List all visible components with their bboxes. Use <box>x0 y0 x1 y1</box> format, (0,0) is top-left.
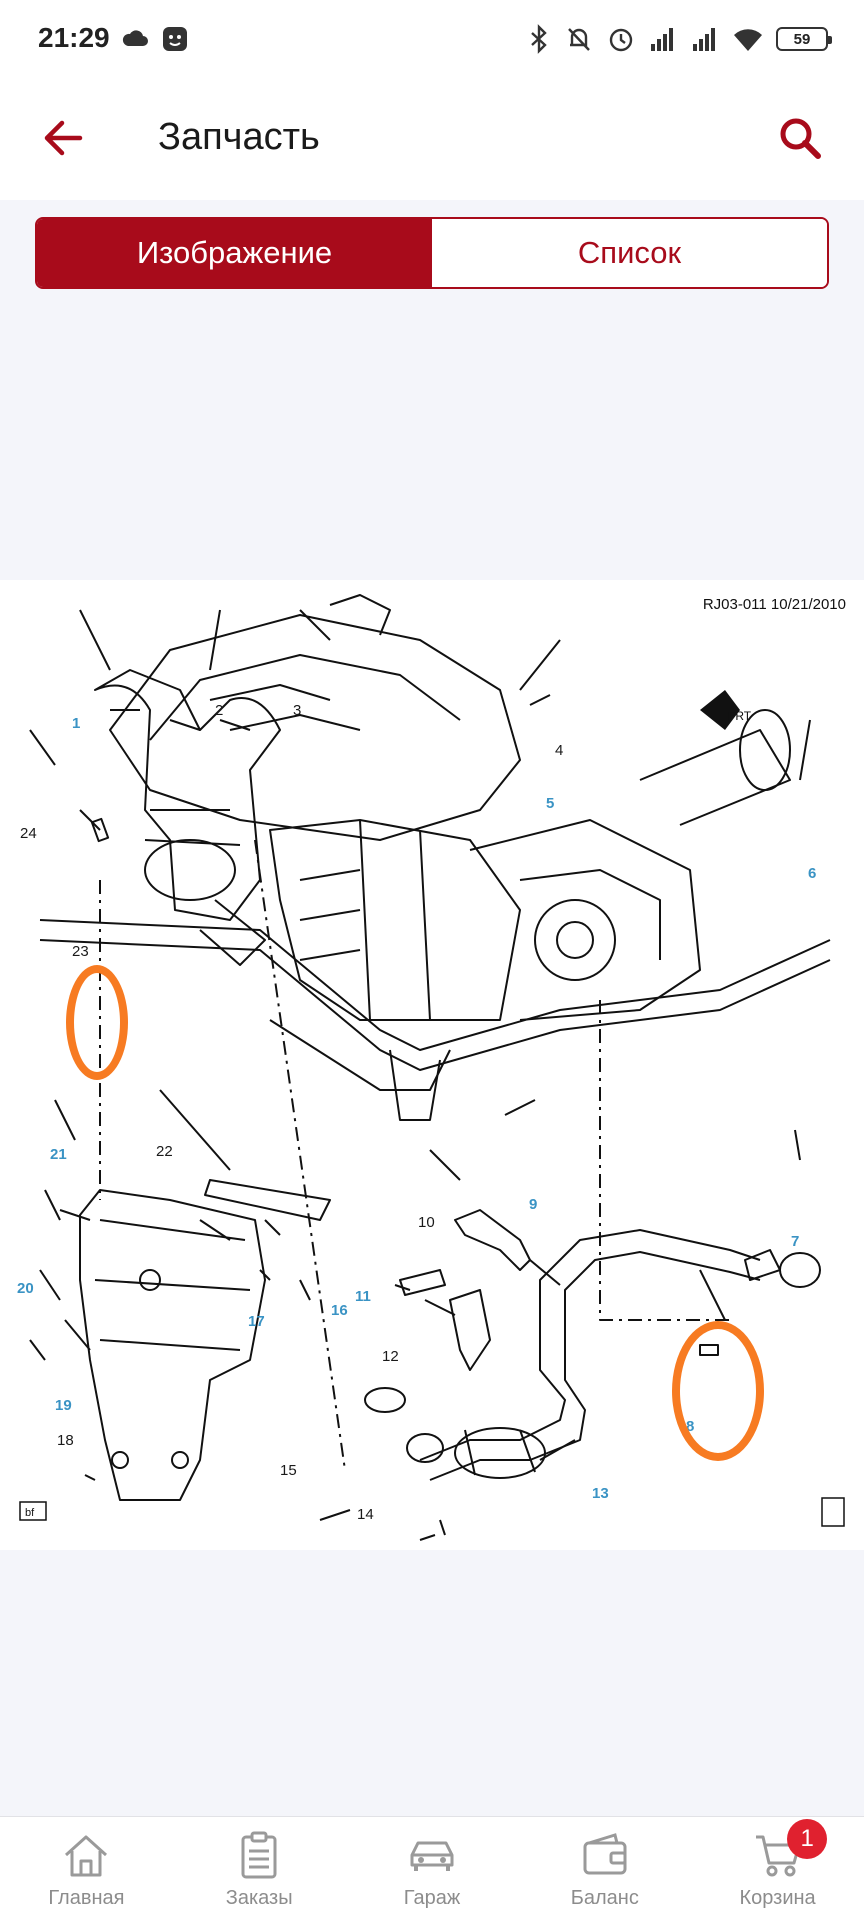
callout-12[interactable]: 12 <box>382 1348 399 1365</box>
nav-garage-label: Гараж <box>403 1887 461 1909</box>
back-button[interactable] <box>36 110 92 166</box>
tab-list[interactable]: Список <box>432 219 827 287</box>
callout-2[interactable]: 2 <box>215 702 224 719</box>
svg-text:bf: bf <box>25 1507 35 1519</box>
diagram-code: RJ03-011 10/21/2010 <box>702 596 846 613</box>
mute-icon <box>568 28 590 51</box>
cloud-icon <box>122 30 148 46</box>
nav-balance-label: Баланс <box>570 1887 639 1909</box>
callout-17[interactable]: 17 <box>248 1313 265 1330</box>
callout-14[interactable]: 14 <box>357 1506 374 1523</box>
search-icon <box>780 118 821 159</box>
svg-text:FRT: FRT <box>728 709 752 723</box>
nav-home[interactable]: Главная <box>0 1817 173 1920</box>
status-time: 21:29 <box>38 22 110 53</box>
highlight-circle-23 <box>66 965 128 1080</box>
callout-20[interactable]: 20 <box>17 1280 34 1297</box>
arrow-left-icon <box>44 120 83 156</box>
face-icon <box>163 27 187 51</box>
callout-10[interactable]: 10 <box>418 1214 435 1231</box>
callout-19[interactable]: 19 <box>55 1397 72 1414</box>
callout-9[interactable]: 9 <box>529 1196 538 1213</box>
home-icon <box>65 1835 108 1877</box>
tab-image[interactable]: Изображение <box>37 219 432 287</box>
callout-7[interactable]: 7 <box>791 1233 800 1250</box>
wifi-icon <box>734 29 762 51</box>
nav-orders-label: Заказы <box>225 1887 293 1909</box>
nav-cart-label: Корзина <box>739 1887 816 1909</box>
wallet-icon <box>583 1833 627 1875</box>
clipboard-icon <box>241 1831 277 1879</box>
nav-cart[interactable]: Корзина 1 <box>691 1817 864 1920</box>
front-arrow-icon: FRT <box>700 690 752 730</box>
callout-11[interactable]: 11 <box>355 1288 371 1305</box>
callout-15[interactable]: 15 <box>280 1462 297 1479</box>
battery-icon: 59 <box>776 27 832 51</box>
parts-diagram[interactable]: FRT bf RJ03-011 10/21/2010 1 2 3 4 5 6 7… <box>0 580 864 1550</box>
callout-23[interactable]: 23 <box>72 943 89 960</box>
callout-4[interactable]: 4 <box>555 742 564 759</box>
callout-3[interactable]: 3 <box>293 702 302 719</box>
signal-icon <box>651 28 673 51</box>
callout-18[interactable]: 18 <box>57 1432 74 1449</box>
callout-16[interactable]: 16 <box>331 1302 348 1319</box>
bottom-nav: Главная Заказы Гараж Баланс Корзина 1 <box>0 1816 864 1920</box>
callout-13[interactable]: 13 <box>592 1485 609 1502</box>
car-icon <box>410 1841 454 1871</box>
cart-badge: 1 <box>787 1819 828 1859</box>
view-mode-toggle: Изображение Список <box>35 217 829 289</box>
engine-exploded-view: FRT bf <box>19 594 845 1541</box>
nav-balance[interactable]: Баланс <box>518 1817 691 1920</box>
battery-level: 59 <box>793 30 811 48</box>
highlight-circle-8 <box>672 1321 764 1461</box>
app-bar: Запчасть <box>0 80 864 200</box>
callout-5[interactable]: 5 <box>546 795 555 812</box>
signal-icon <box>693 28 715 51</box>
bluetooth-icon <box>531 24 547 54</box>
search-button[interactable] <box>772 110 828 166</box>
alarm-icon <box>609 28 633 52</box>
callout-1[interactable]: 1 <box>72 715 81 732</box>
status-bar: 21:29 59 <box>0 0 864 80</box>
nav-garage[interactable]: Гараж <box>346 1817 519 1920</box>
callout-22[interactable]: 22 <box>156 1143 173 1160</box>
callout-6[interactable]: 6 <box>808 865 817 882</box>
nav-home-label: Главная <box>48 1887 125 1909</box>
callout-21[interactable]: 21 <box>50 1146 67 1163</box>
page-title: Запчасть <box>158 116 320 158</box>
callout-24[interactable]: 24 <box>20 825 37 842</box>
nav-orders[interactable]: Заказы <box>173 1817 346 1920</box>
